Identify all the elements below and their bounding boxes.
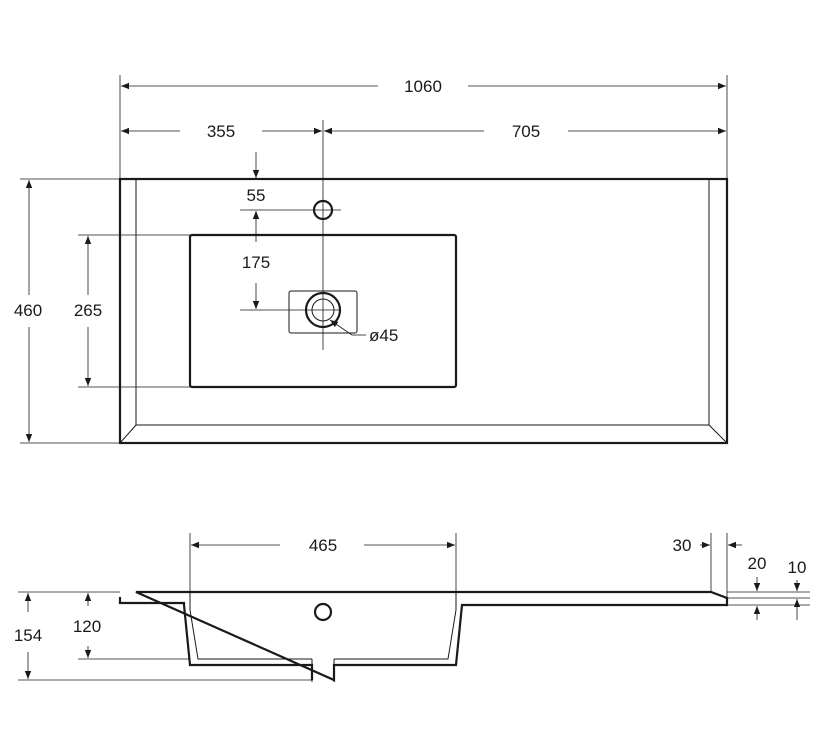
overflow-hole	[313, 602, 333, 622]
dim-total-height: 154	[14, 626, 42, 645]
basin-section-inner	[189, 592, 457, 660]
dim-bowl-width: 465	[309, 536, 337, 555]
dim-drain-diameter: ø45	[369, 326, 398, 345]
dim-total-depth: 460	[14, 301, 42, 320]
section-view: 465 30 20 10 154 120	[14, 533, 810, 682]
countertop-outline	[118, 177, 729, 445]
plan-view: 1060 355 705 55 175 460 265 ø45	[14, 75, 729, 445]
dim-slab-edge: 10	[788, 558, 807, 577]
dim-bowl-depth: 265	[74, 301, 102, 320]
dim-slab-outer: 20	[748, 554, 767, 573]
dim-tap-to-right: 705	[512, 122, 540, 141]
dim-total-width: 1060	[404, 77, 442, 96]
dim-edge-margin: 30	[673, 536, 692, 555]
dim-tap-offset: 55	[247, 186, 266, 205]
basin-section-outer	[118, 590, 729, 682]
dim-left-to-tap: 355	[207, 122, 235, 141]
dim-tap-to-drain: 175	[242, 253, 270, 272]
dim-bowl-height: 120	[73, 617, 101, 636]
countertop-bevel	[135, 179, 710, 426]
